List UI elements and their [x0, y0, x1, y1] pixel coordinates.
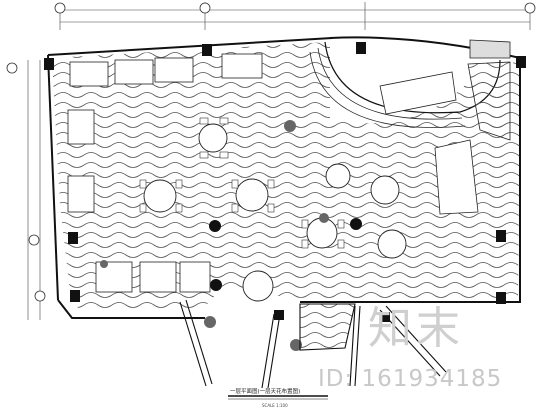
- watermark-id-text: ID: 161934185: [318, 366, 503, 392]
- watermark-logo: 知末: [368, 303, 464, 354]
- entrance-wings: [179, 299, 447, 389]
- grid-bubbles: [6, 2, 536, 302]
- planters: [100, 120, 329, 351]
- title-underline: [228, 395, 328, 400]
- drawing-title: 一层平面图(一层天花布置图): [230, 387, 300, 395]
- curved-glazing: [309, 47, 466, 128]
- round-tables: [143, 123, 407, 302]
- booth-seating: [67, 53, 263, 293]
- drawing-scale: SCALE 1:100: [262, 403, 288, 408]
- service-area: [379, 39, 511, 215]
- table-chairs: [139, 117, 345, 249]
- columns: [44, 42, 526, 322]
